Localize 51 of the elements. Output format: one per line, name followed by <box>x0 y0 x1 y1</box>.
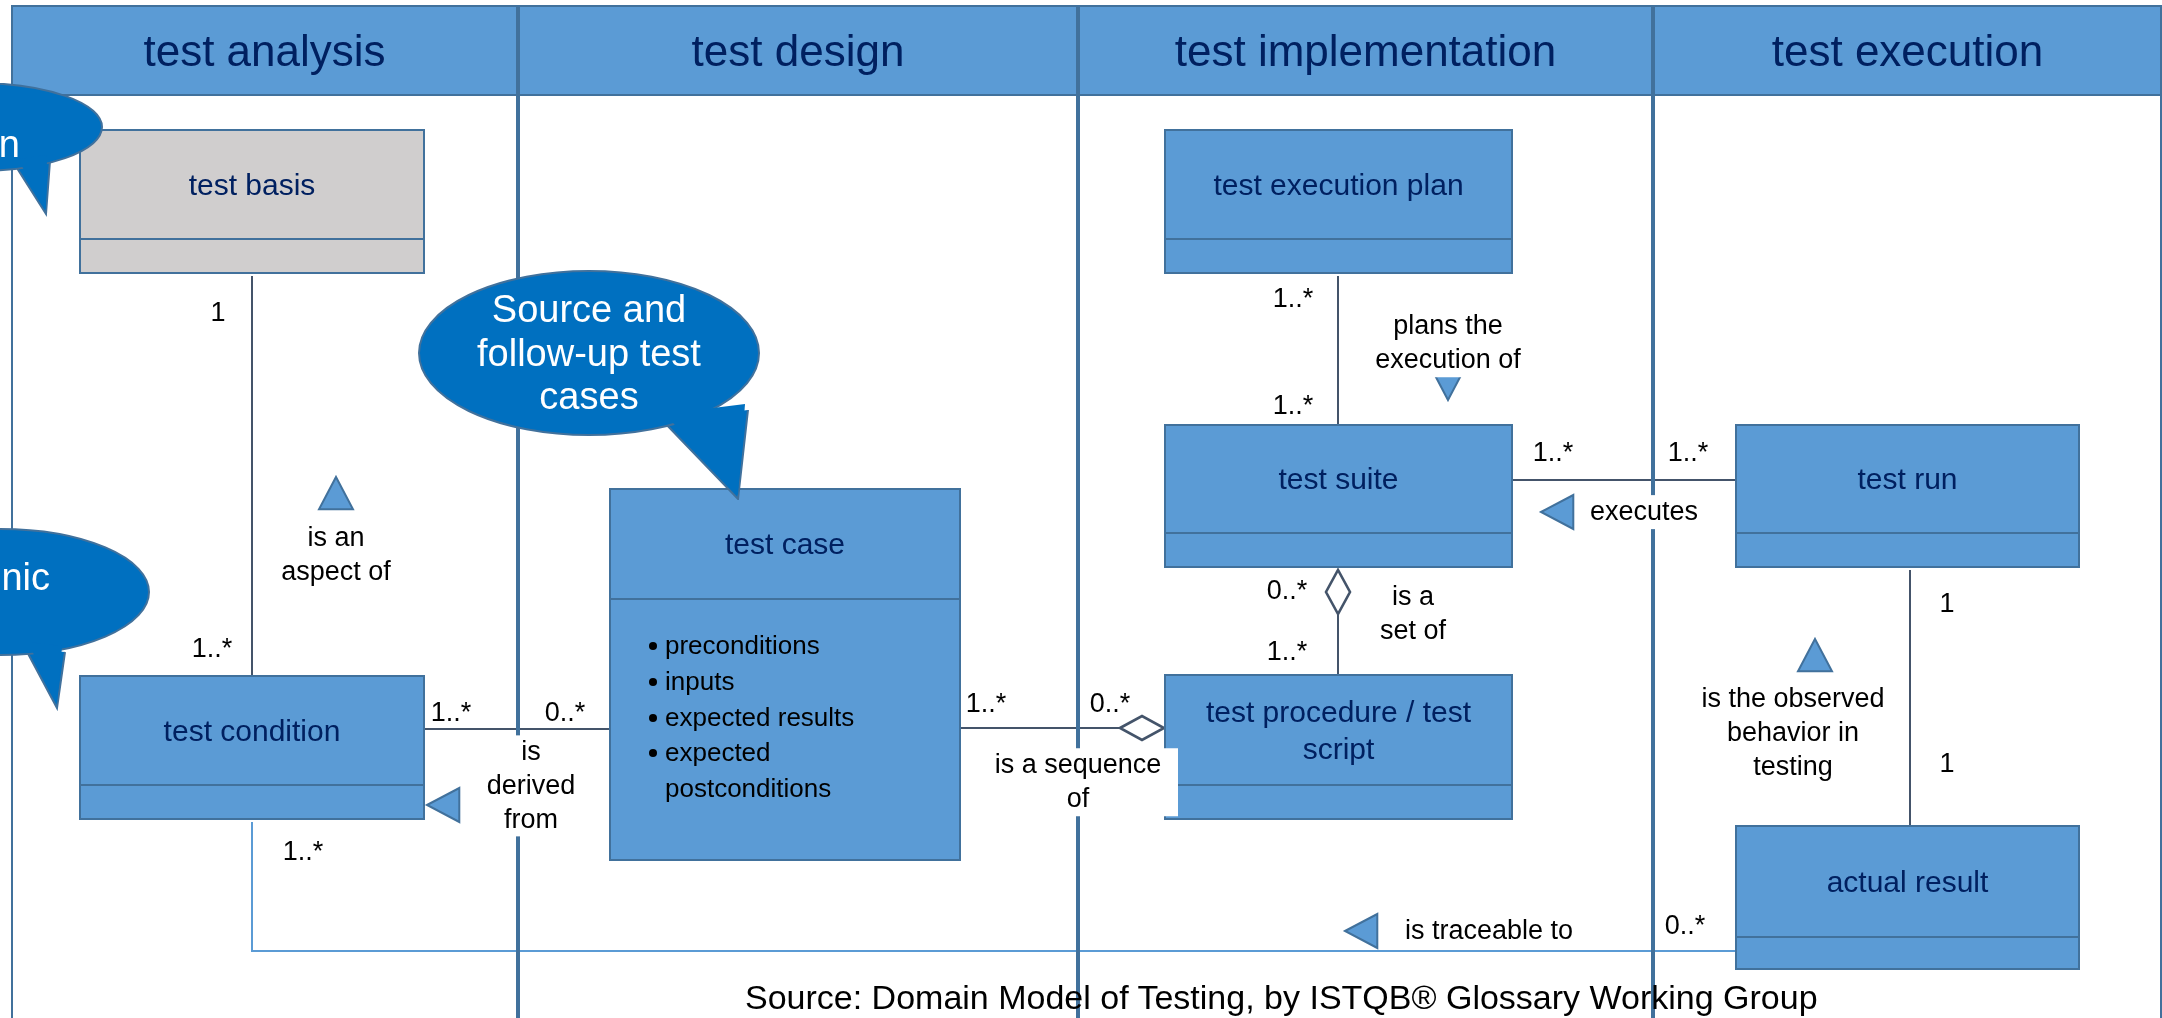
connector-line <box>1337 275 1339 427</box>
class-box <box>79 129 425 274</box>
list-item: inputs <box>665 664 736 698</box>
class-name: test case <box>724 526 846 563</box>
multiplicity-label: 0..* <box>1266 573 1308 607</box>
lane-header: test implementation <box>1080 5 1651 96</box>
connector-line <box>1512 479 1736 481</box>
multiplicity-label: 1..* <box>1266 634 1308 668</box>
class-box <box>1164 674 1513 820</box>
lane-header: test design <box>520 5 1076 96</box>
list-item: preconditions <box>665 628 821 662</box>
multiplicity-label: 0..* <box>544 695 586 729</box>
callout-text: nic <box>0 556 50 600</box>
multiplicity-label: 0..* <box>1664 908 1706 942</box>
multiplicity-label: 1 <box>210 295 226 329</box>
connector-line <box>960 714 1166 742</box>
multiplicity-label: 1..* <box>282 834 324 868</box>
class-box <box>1164 424 1513 568</box>
class-name: test basis <box>188 166 316 203</box>
connector-line <box>251 275 253 678</box>
class-name: test run <box>1857 461 1958 498</box>
connector-line <box>1324 568 1352 677</box>
multiplicity-label: 1..* <box>965 686 1007 720</box>
lane-header: test analysis <box>13 5 516 96</box>
class-box <box>1164 129 1513 274</box>
multiplicity-label: 1 <box>1939 586 1955 620</box>
connector-line <box>424 728 610 730</box>
list-item: expected results <box>665 700 855 734</box>
class-name: actual result <box>1826 863 1989 900</box>
multiplicity-label: 1..* <box>1532 435 1574 469</box>
class-name: test execution plan <box>1213 166 1464 203</box>
callout-text: n <box>0 123 20 167</box>
callout-text: Source and follow-up test cases <box>476 288 702 420</box>
class-box <box>609 488 961 861</box>
multiplicity-label: 1..* <box>1272 388 1314 422</box>
list-item: expected postconditions <box>665 736 833 806</box>
class-box <box>79 675 425 820</box>
class-box <box>1735 424 2080 568</box>
connector-line <box>1909 569 1911 828</box>
multiplicity-label: 1..* <box>1667 435 1709 469</box>
multiplicity-label: 1..* <box>1272 281 1314 315</box>
multiplicity-label: 1..* <box>430 695 472 729</box>
class-box <box>1735 825 2080 970</box>
multiplicity-label: 1 <box>1939 746 1955 780</box>
multiplicity-label: 0..* <box>1089 686 1131 720</box>
connector-line <box>251 821 1736 952</box>
class-name: test procedure / test script <box>1204 693 1473 767</box>
lane-header: test execution <box>1655 5 2160 96</box>
multiplicity-label: 1..* <box>191 631 233 665</box>
class-name: test suite <box>1278 461 1399 498</box>
class-name: test condition <box>163 712 341 749</box>
